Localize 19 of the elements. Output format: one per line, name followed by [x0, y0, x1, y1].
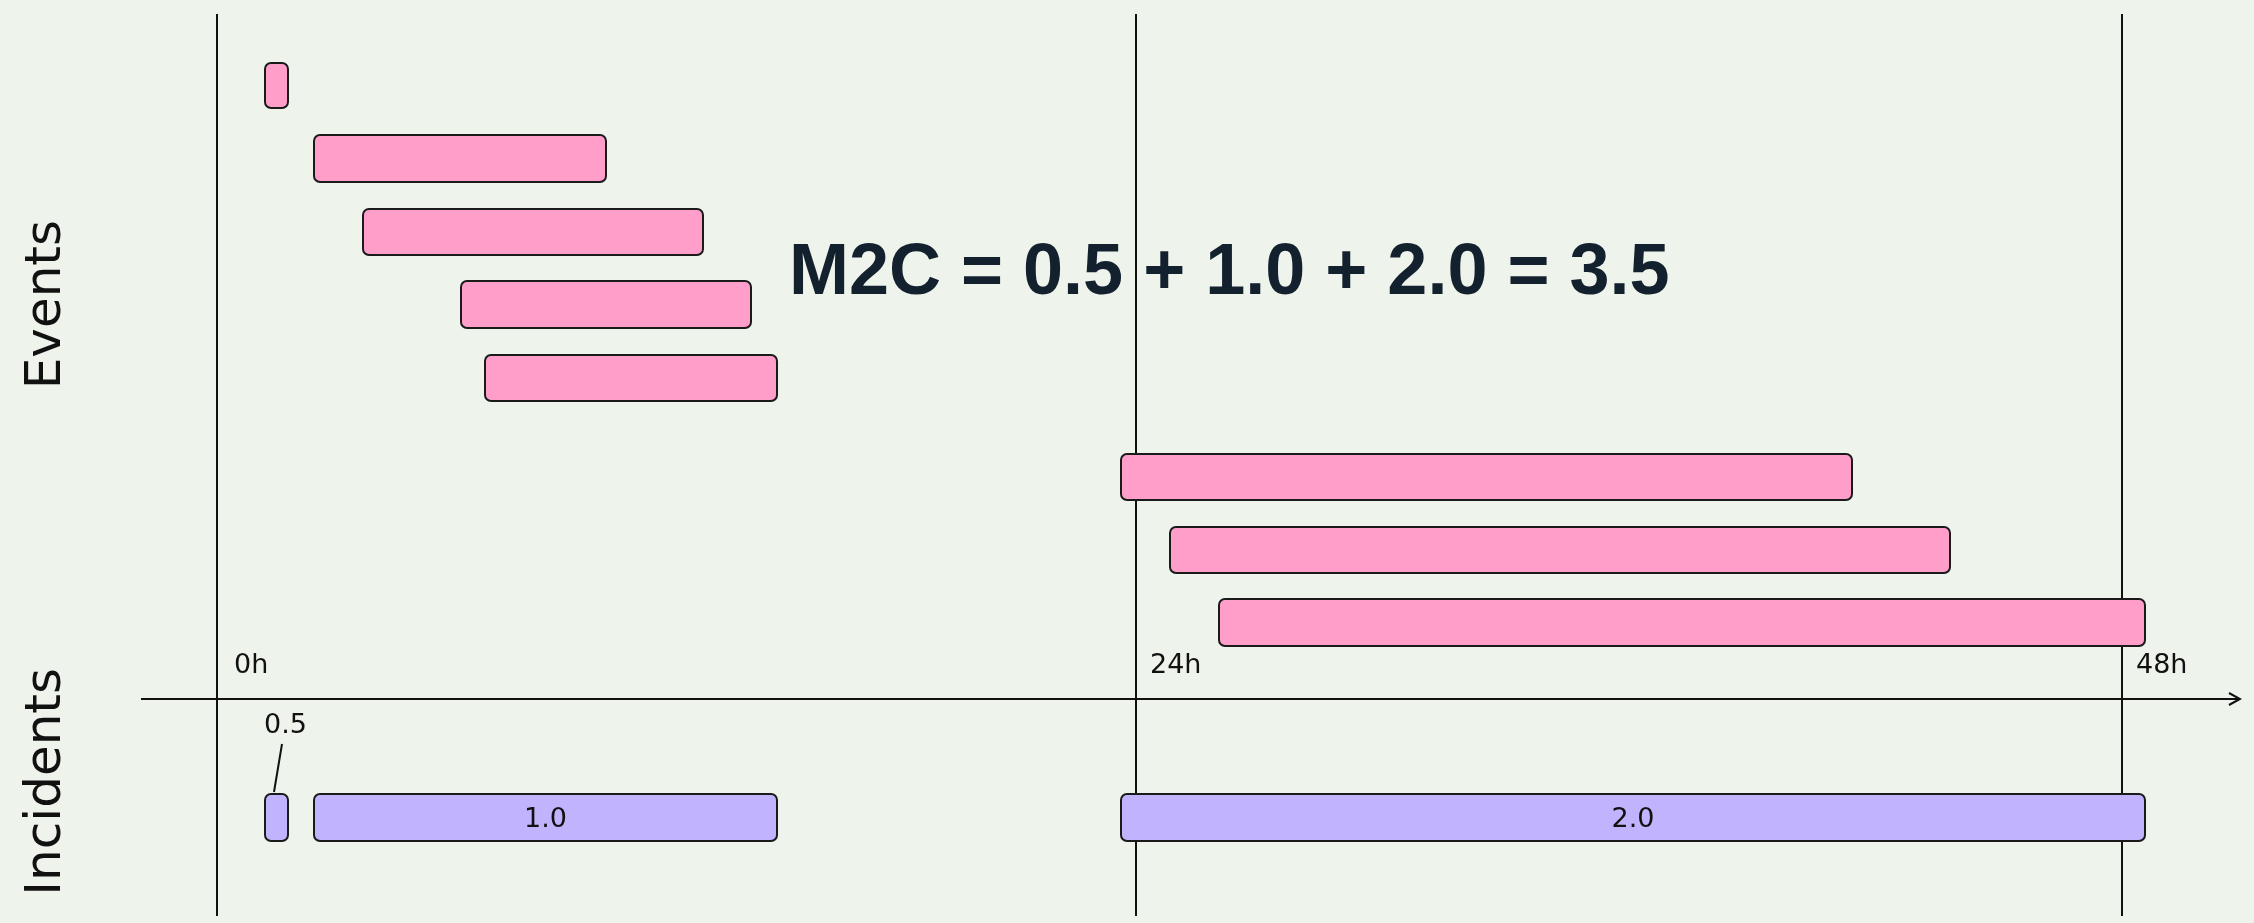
- axis-title: Incidents: [14, 668, 72, 896]
- event-bar: [460, 280, 752, 329]
- tick-label: 0h: [234, 648, 269, 679]
- tick-label: 48h: [2136, 648, 2188, 679]
- incident-bar: 1.0: [313, 793, 778, 842]
- leader-line: [273, 743, 283, 793]
- formula-title: M2C = 0.5 + 1.0 + 2.0 = 3.5: [789, 228, 1670, 310]
- incident-bar: [264, 793, 289, 842]
- event-bar: [484, 354, 778, 402]
- event-bar: [1169, 526, 1951, 574]
- event-bar: [1120, 453, 1853, 501]
- event-bar: [264, 62, 289, 109]
- value-label: 0.5: [264, 708, 307, 739]
- tick-label: 24h: [1150, 648, 1202, 679]
- event-bar: [1218, 598, 2146, 647]
- incident-bar: 2.0: [1120, 793, 2146, 842]
- event-bar: [362, 208, 704, 256]
- event-bar: [313, 134, 607, 183]
- axis-title: Events: [14, 220, 72, 390]
